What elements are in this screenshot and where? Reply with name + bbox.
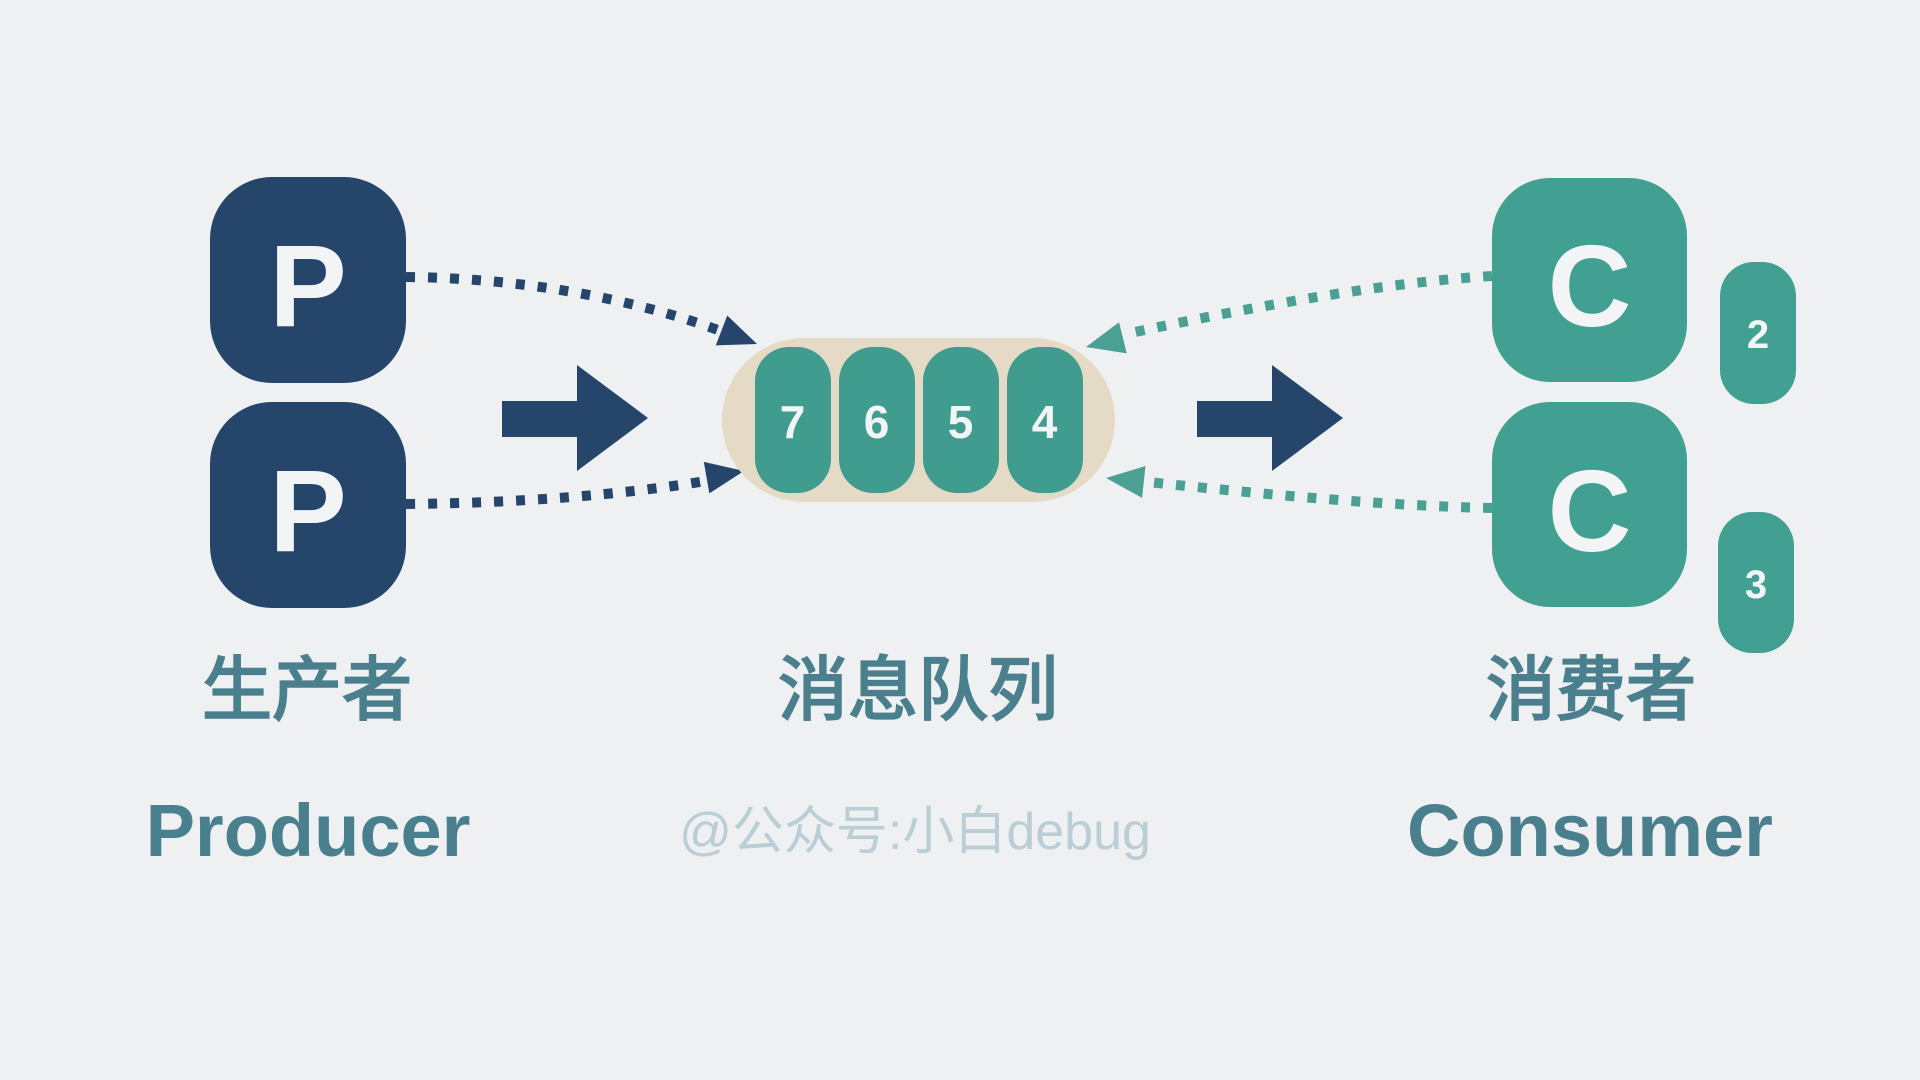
consumer-box-1: C — [1492, 178, 1687, 382]
queue-cell-1: 7 — [754, 347, 831, 493]
consumer2-to-queue-arrowhead-icon — [1106, 466, 1146, 498]
watermark-text: @公众号:小白debug — [679, 803, 1151, 861]
queue-label-zh: 消息队列 — [778, 651, 1058, 729]
consumer2-to-queue-dotted-line — [1147, 477, 1493, 513]
queue-cell-2-value: 6 — [863, 396, 890, 448]
producer-label-zh: 生产者 — [202, 651, 412, 729]
queue-cell-4-value: 4 — [1031, 396, 1058, 448]
consumer-2-count-badge: 3 — [1718, 512, 1794, 653]
producer2-to-queue-arrowhead-icon — [703, 461, 744, 494]
producer1-to-queue-dotted-line — [405, 272, 720, 335]
producer-box-1: P — [210, 177, 406, 383]
consumer-1-count-value: 2 — [1746, 313, 1770, 357]
queue-cell-2: 6 — [838, 347, 915, 493]
queue-cell-3-value: 5 — [947, 396, 974, 448]
producer-box-1-letter: P — [269, 221, 347, 351]
consumer-label-zh: 消费者 — [1486, 651, 1696, 729]
consume-flow-arrow-icon — [1197, 365, 1343, 471]
producer2-to-queue-dotted-line — [405, 476, 707, 509]
produce-flow-arrow-icon — [502, 365, 648, 471]
message-queue-container: 7 6 5 4 — [722, 338, 1115, 502]
queue-cell-1-value: 7 — [779, 396, 806, 448]
consumer1-to-queue-arrowhead-icon — [1086, 322, 1127, 354]
producer-label-en: Producer — [145, 789, 471, 872]
producer-box-2-letter: P — [269, 446, 347, 576]
queue-cell-3: 5 — [922, 347, 999, 493]
queue-cell-4: 4 — [1006, 347, 1083, 493]
producer-box-2: P — [210, 402, 406, 608]
consumer1-to-queue-dotted-line — [1124, 271, 1493, 339]
consumer-box-2-letter: C — [1547, 445, 1632, 576]
producer1-to-queue-arrowhead-icon — [715, 315, 757, 346]
consumer-label-en: Consumer — [1407, 789, 1773, 872]
consumer-box-2: C — [1492, 402, 1687, 607]
consumer-2-count-value: 3 — [1744, 562, 1768, 607]
consumer-1-count-badge: 2 — [1720, 262, 1796, 404]
consumer-box-1-letter: C — [1547, 221, 1632, 351]
